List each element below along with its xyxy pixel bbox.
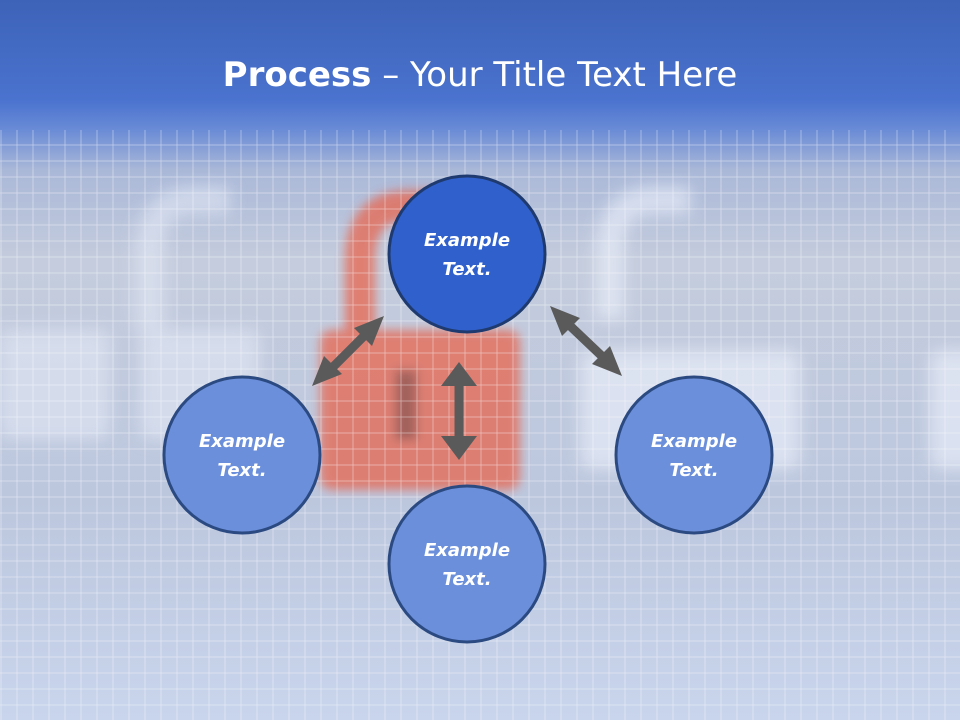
node-bottom-line1: Example (424, 540, 510, 561)
node-bottom-line2: Text. (442, 569, 491, 590)
arrow-top-bottom (441, 362, 477, 460)
slide-title: Process – Your Title Text Here (0, 52, 960, 98)
node-top-line2: Text. (442, 259, 491, 280)
node-left-circle (162, 375, 322, 535)
node-top-line1: Example (424, 230, 510, 251)
title-bold: Process (222, 55, 372, 95)
node-right: Example Text. (614, 375, 774, 535)
node-right-line2: Text. (669, 460, 718, 481)
arrow-top-left (312, 316, 384, 386)
node-bottom-circle (387, 484, 547, 644)
arrow-top-right (550, 306, 622, 376)
node-left-line1: Example (199, 431, 285, 452)
node-top-circle (387, 174, 547, 334)
node-right-line1: Example (651, 431, 737, 452)
node-left-line2: Text. (217, 460, 266, 481)
title-rest: Your Title Text Here (410, 55, 738, 95)
node-top: Example Text. (387, 174, 547, 334)
node-left: Example Text. (162, 375, 322, 535)
title-separator: – (371, 55, 411, 95)
node-bottom: Example Text. (387, 484, 547, 644)
node-right-circle (614, 375, 774, 535)
